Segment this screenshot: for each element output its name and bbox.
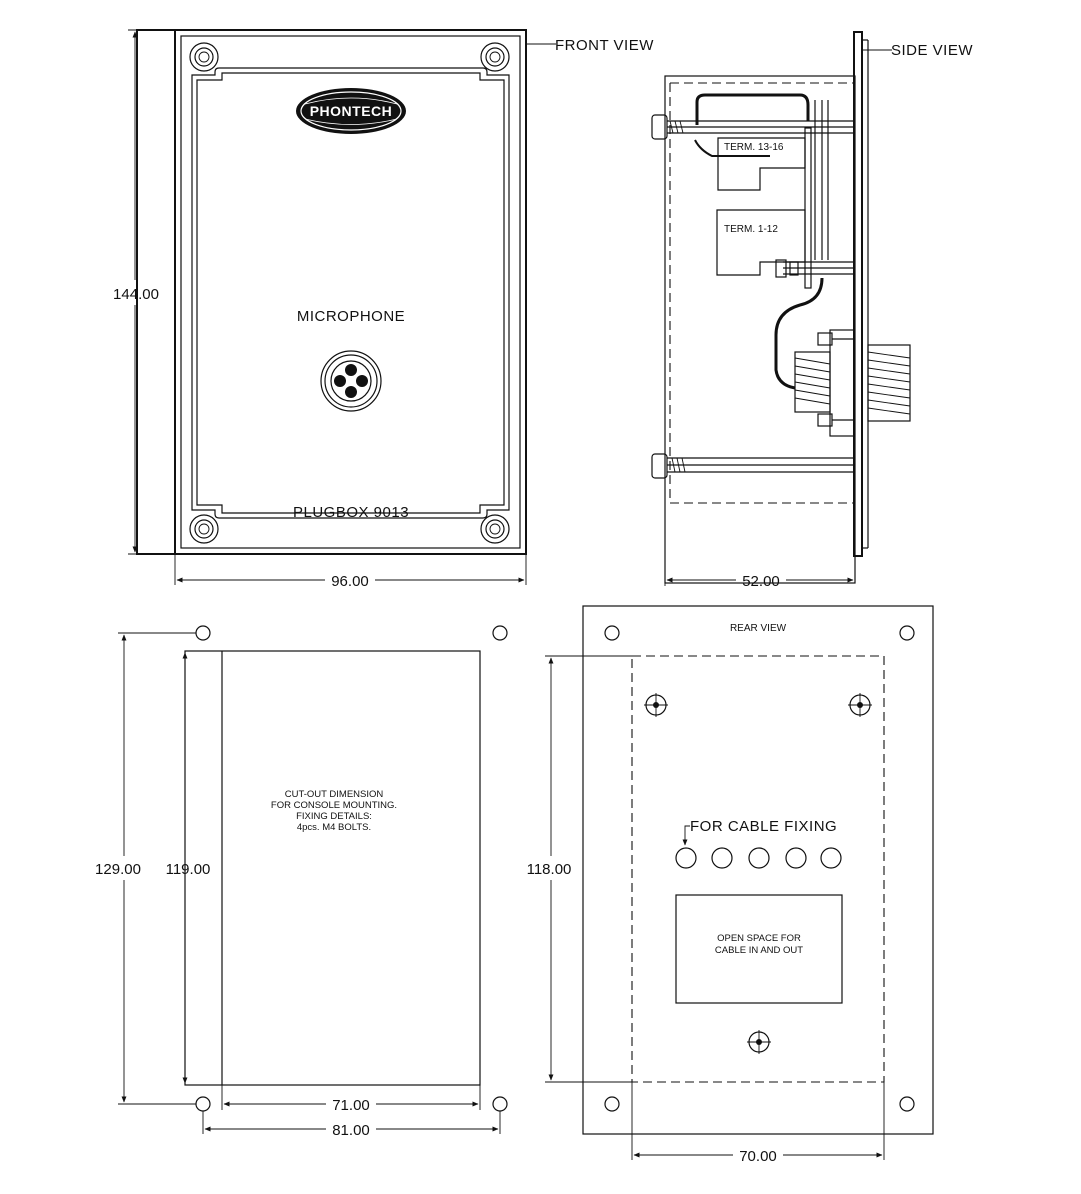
rear-view: REAR VIEW FOR CABLE FIXING OPEN SPACE FO… bbox=[527, 605, 934, 1165]
front-panel-inset-inner bbox=[196, 72, 505, 514]
cable-gland-hole-icon bbox=[748, 847, 770, 869]
front-height-dimension: 144.00 bbox=[113, 286, 159, 303]
cutout-note-line: CUT-OUT DIMENSION bbox=[285, 789, 384, 800]
mounting-hole-icon bbox=[195, 625, 211, 641]
rear-flange-outline bbox=[582, 605, 934, 1135]
cutout-note-line: 4pcs. M4 BOLTS. bbox=[297, 822, 371, 833]
screw-icon bbox=[480, 514, 510, 544]
open-space-label: CABLE IN AND OUT bbox=[715, 945, 803, 956]
cutout-view: CUT-OUT DIMENSION FOR CONSOLE MOUNTING. … bbox=[95, 625, 508, 1139]
side-cable bbox=[695, 93, 810, 125]
mounting-hole-icon bbox=[492, 1096, 508, 1112]
cable-gland-hole-icon bbox=[675, 847, 697, 869]
cable-fixing-label: FOR CABLE FIXING bbox=[690, 818, 837, 835]
screw-icon bbox=[189, 514, 219, 544]
terminal-label-13-16: TERM. 13-16 bbox=[724, 142, 784, 153]
side-pcb bbox=[804, 127, 812, 289]
terminal-block-1-12 bbox=[716, 209, 806, 276]
side-depth-dimension: 52.00 bbox=[742, 573, 780, 590]
cutout-outer-width-dimension: 81.00 bbox=[332, 1122, 370, 1139]
side-view-label: SIDE VIEW bbox=[891, 42, 973, 59]
phontech-logo: PHONTECH bbox=[296, 88, 406, 134]
side-nut bbox=[775, 259, 787, 278]
screw-icon bbox=[480, 42, 510, 72]
front-housing-bevel bbox=[180, 35, 521, 549]
open-space-box bbox=[675, 894, 843, 1004]
cutout-outer-height-dimension: 129.00 bbox=[95, 861, 141, 878]
side-threaded-boss bbox=[867, 344, 911, 422]
cutout-inner-width-dimension: 71.00 bbox=[332, 1097, 370, 1114]
cable-gland-hole-icon bbox=[785, 847, 807, 869]
mounting-hole-icon bbox=[492, 625, 508, 641]
cable-gland-hole-icon bbox=[711, 847, 733, 869]
cutout-note-line: FOR CONSOLE MOUNTING. bbox=[271, 800, 397, 811]
screw-icon bbox=[747, 1030, 771, 1054]
front-view-label: FRONT VIEW bbox=[555, 37, 654, 54]
mounting-hole-icon bbox=[604, 1096, 620, 1112]
side-cable bbox=[774, 277, 824, 390]
mounting-hole-icon bbox=[899, 625, 915, 641]
cutout-inner-height-dimension: 119.00 bbox=[166, 861, 211, 878]
screw-icon bbox=[644, 693, 668, 717]
side-front-plate bbox=[853, 31, 863, 557]
cable-fixing-leader bbox=[682, 825, 690, 846]
side-housing-hidden-edge bbox=[669, 82, 853, 504]
microphone-connector-icon bbox=[320, 350, 382, 412]
open-space-label: OPEN SPACE FOR bbox=[717, 933, 801, 944]
mounting-hole-icon bbox=[899, 1096, 915, 1112]
front-housing-outline bbox=[174, 29, 527, 555]
rear-view-label: REAR VIEW bbox=[730, 623, 787, 634]
mounting-hole-icon bbox=[195, 1096, 211, 1112]
screw-icon bbox=[189, 42, 219, 72]
side-bolt-head bbox=[651, 453, 668, 479]
cutout-note-line: FIXING DETAILS: bbox=[296, 811, 372, 822]
microphone-label: MICROPHONE bbox=[297, 308, 405, 325]
screw-icon bbox=[848, 693, 872, 717]
svg-text:PHONTECH: PHONTECH bbox=[310, 103, 393, 119]
cutout-outline bbox=[184, 650, 481, 1086]
terminal-block-13-16 bbox=[717, 137, 806, 191]
model-label: PLUGBOX 9013 bbox=[293, 504, 409, 521]
front-view: PHONTECH MICROPHONE PLUGBOX 9013 FRONT V… bbox=[113, 29, 654, 590]
rear-housing-hidden-outline bbox=[631, 655, 885, 1083]
cable-gland-hole-icon bbox=[820, 847, 842, 869]
front-width-dimension: 96.00 bbox=[331, 573, 369, 590]
front-panel-inset bbox=[191, 67, 510, 519]
mounting-hole-icon bbox=[604, 625, 620, 641]
terminal-label-1-12: TERM. 1-12 bbox=[724, 224, 778, 235]
rear-height-dimension: 118.00 bbox=[527, 861, 572, 878]
side-view: TERM. 13-16 TERM. 1-12 SIDE VIEW 52.00 bbox=[651, 31, 973, 590]
rear-width-dimension: 70.00 bbox=[739, 1148, 777, 1165]
